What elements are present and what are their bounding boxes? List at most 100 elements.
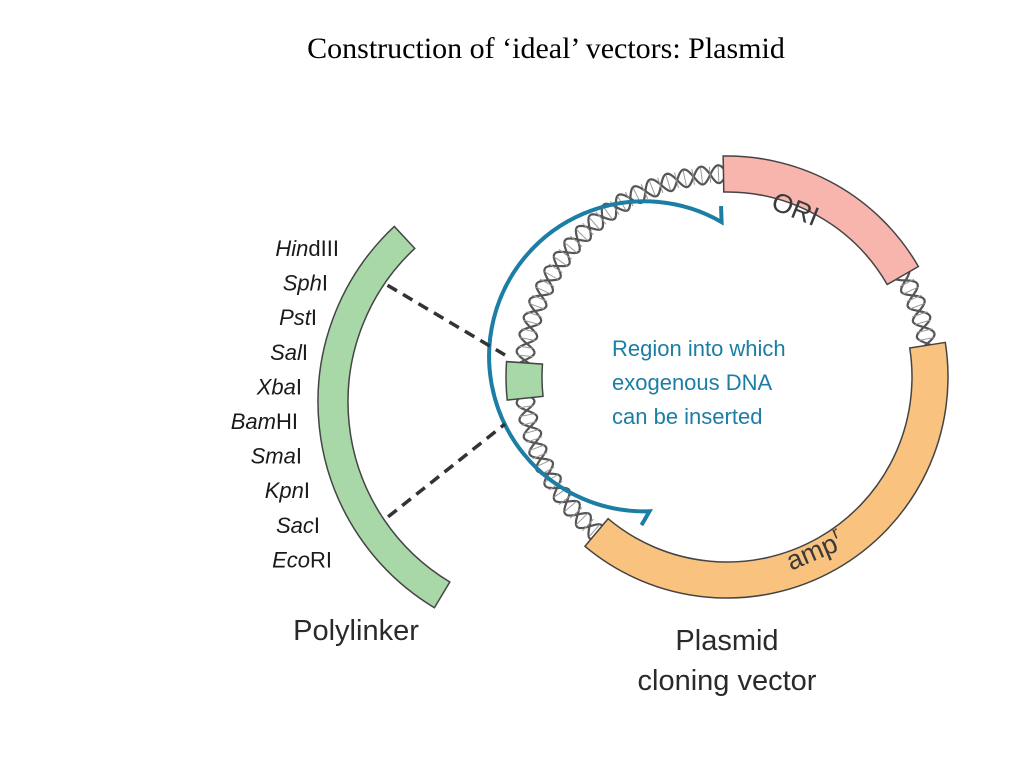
dna-base-pair [569,507,583,519]
restriction-site-label: XbaI [256,374,302,399]
restriction-site-prefix: Sac [276,513,314,538]
region-line-2: exogenous DNA [612,370,773,395]
dna-base-pair [519,413,536,418]
dna-base-pair [588,216,600,230]
restriction-site-suffix: HI [276,409,298,434]
restriction-site-prefix: Eco [272,547,310,572]
dna-base-pair [912,311,928,318]
ori-segment: ORI [722,155,920,286]
restriction-site-list: HindIIISphIPstISalIXbaIBamHISmaIKpnISacI… [231,236,339,572]
restriction-site-suffix: I [314,513,320,538]
dna-base-pair [595,211,607,225]
plasmid-caption-line-2: cloning vector [638,665,817,697]
dna-base-pair [529,444,545,452]
connector-line-bottom [372,422,507,530]
restriction-site-suffix: I [302,340,308,365]
restriction-site-suffix: I [296,374,302,399]
restriction-site-suffix: dIII [308,236,339,261]
amp-segment: ampr [583,341,949,599]
polylinker-caption: Polylinker [293,615,419,647]
dna-base-pair [518,404,535,409]
dna-base-pair [575,229,589,241]
dna-base-pair [588,524,600,538]
region-line-1: Region into which [612,336,786,361]
dna-base-pair [526,436,542,443]
dna-base-pair [899,278,915,288]
polylinker-block-on-plasmid [505,360,544,401]
dna-base-pair [916,328,933,333]
dna-base-pair [544,271,559,280]
dna-base-pair [717,166,720,183]
restriction-site-prefix: Bam [231,409,276,434]
dna-base-pair [624,191,634,207]
restriction-site-label: SmaI [251,444,302,469]
dna-base-pair [682,170,687,187]
dna-base-pair [519,336,536,341]
dna-base-pair [691,168,695,185]
restriction-site-suffix: I [322,271,328,296]
dna-base-pair [914,319,931,326]
restriction-site-label: KpnI [265,478,310,503]
dna-base-pair [535,459,551,468]
dna-base-pair [569,235,583,247]
dna-base-pair [674,172,679,189]
dna-base-pair [903,286,919,295]
page-title: Construction of ‘ideal’ vectors: Plasmid [307,32,785,65]
restriction-site-prefix: Sma [251,444,296,469]
dna-base-pair [521,421,538,426]
insertion-region-bracket [487,199,724,527]
restriction-site-label: PstI [279,305,317,330]
dna-base-pair [564,500,578,512]
dna-base-pair [648,180,656,196]
dna-base-pair [548,263,563,273]
amp-arc [583,341,949,599]
dna-base-pair [665,174,672,191]
dna-base-pair [564,242,578,254]
connector-line-top [371,274,506,357]
dna-base-pair [582,518,594,532]
dna-base-pair [532,294,548,302]
dna-base-pair [518,345,535,350]
dna-base-pair [521,328,538,333]
restriction-site-label: SacI [276,513,320,538]
dna-base-pair [657,177,664,194]
dna-base-pair [526,311,542,318]
restriction-site-suffix: I [304,478,310,503]
dna-base-pair [523,428,540,435]
dna-base-pair [523,319,540,326]
dna-base-pair [553,256,568,267]
restriction-site-prefix: Kpn [265,478,304,503]
dna-base-pair [532,452,548,460]
dna-base-pair [700,167,704,184]
dna-base-pair [535,286,551,295]
polylinker-arc [317,225,451,609]
restriction-site-prefix: Hin [275,236,308,261]
dna-base-pair [582,222,594,236]
restriction-site-prefix: Pst [279,305,312,330]
dna-base-pair [558,249,572,260]
dna-base-pair [906,294,922,302]
restriction-site-label: HindIII [275,236,339,261]
dna-base-pair [529,302,545,310]
restriction-site-suffix: I [311,305,317,330]
dna-base-pair [575,513,589,525]
dna-base-pair [708,166,712,183]
dna-base-pair [539,278,555,288]
dna-base-pair [909,302,925,310]
restriction-site-label: BamHI [231,409,298,434]
plasmid-caption-line-1: Plasmid [675,625,778,657]
dna-base-pair [517,354,534,358]
restriction-site-prefix: Xba [256,374,296,399]
restriction-site-suffix: RI [310,547,332,572]
dna-base-pair [918,336,935,341]
ori-arc [722,155,920,286]
restriction-site-suffix: I [296,444,302,469]
restriction-site-prefix: Sph [283,271,322,296]
restriction-site-label: SphI [283,271,328,296]
restriction-site-label: EcoRI [272,547,332,572]
region-line-3: can be inserted [612,404,762,429]
restriction-site-prefix: Sal [270,340,303,365]
dna-base-pair [558,494,572,505]
dna-base-pair [640,184,649,200]
